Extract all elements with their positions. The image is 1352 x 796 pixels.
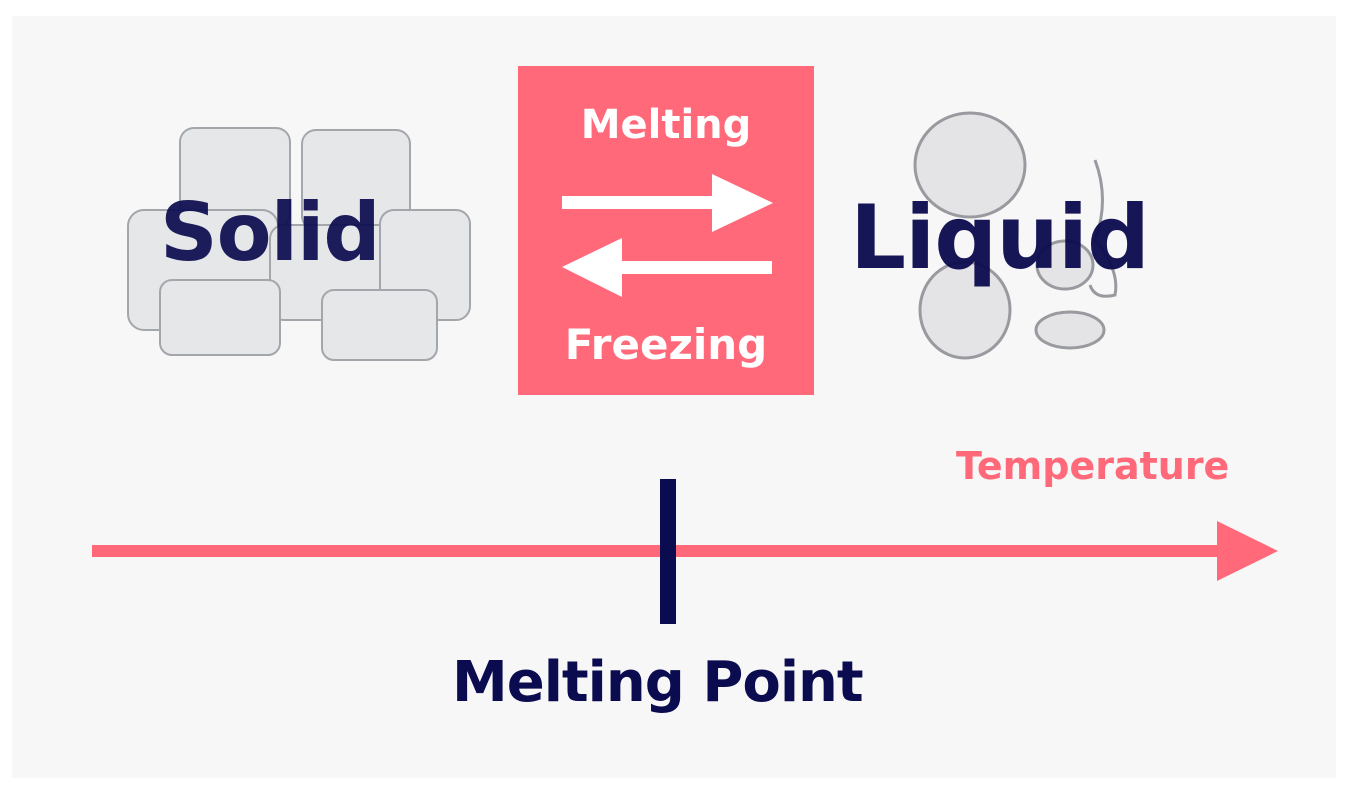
arrow-left-icon [562, 238, 772, 297]
arrow-right-icon [562, 174, 773, 232]
phase-transition-box: Melting Freezing [518, 66, 814, 395]
freezing-label: Freezing [564, 320, 768, 369]
transition-arrows [562, 174, 773, 297]
water-droplets-image [913, 111, 1118, 360]
melting-label: Melting [580, 102, 752, 148]
solid-label: Solid [160, 186, 381, 279]
liquid-label: Liquid [850, 186, 1150, 289]
ice-cubes-image [127, 127, 471, 361]
temperature-axis-label: Temperature [956, 444, 1230, 488]
melting-point-label: Melting Point [452, 650, 864, 715]
temperature-axis-arrowhead [1217, 521, 1278, 581]
